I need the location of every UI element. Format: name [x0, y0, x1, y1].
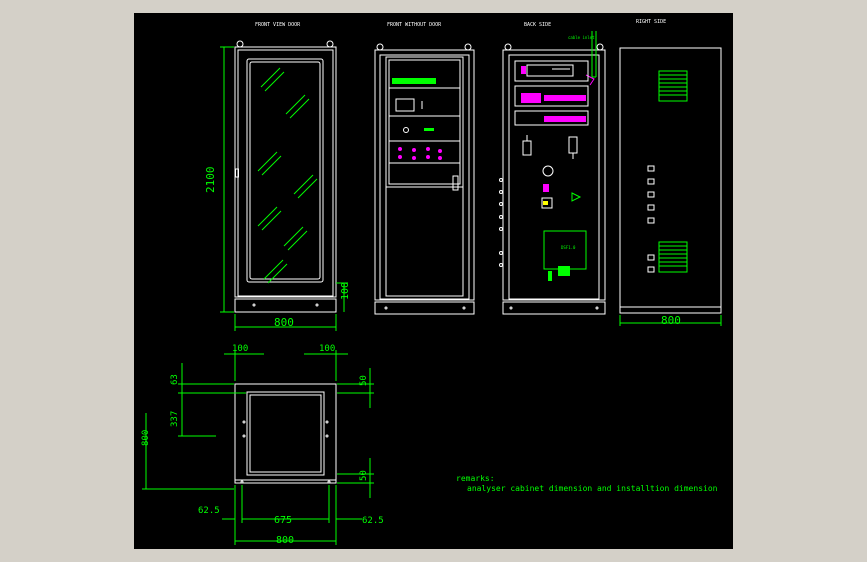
dim-plan-left-edge: 62.5 [198, 506, 220, 516]
dim-plan-depth: 800 [141, 430, 151, 446]
dim-plan-left-offset: 100 [232, 344, 248, 354]
cable-gland-icon [647, 165, 655, 273]
display-panel-icon [395, 98, 415, 112]
regulator-icon [543, 184, 549, 192]
dim-width-side: 800 [661, 314, 681, 327]
pipe-bend-icon [585, 74, 595, 86]
title-back-side: BACK SIDE [524, 22, 551, 28]
svg-text:DSF1.0: DSF1.0 [561, 245, 576, 250]
dim-plan-width: 800 [276, 535, 294, 546]
label-cable-inlet: cable inlet [568, 35, 595, 40]
pressure-gauge-icon [542, 165, 554, 177]
controller-module-icon [544, 116, 586, 122]
door-handle-icon [235, 168, 239, 178]
front-view-door: 2100 100 800 [204, 40, 351, 331]
dim-height: 2100 [204, 167, 217, 194]
title-front-without-door: FRONT WITHOUT DOOR [387, 22, 442, 28]
pump-unit-icon [543, 230, 587, 270]
dim-plan-right-edge: 62.5 [362, 516, 384, 526]
dim-width-front: 800 [274, 316, 294, 329]
title-right-side: RIGHT SIDE [636, 19, 666, 25]
right-side-view: 800 [619, 47, 722, 327]
cabinet-drawing: FRONT VIEW DOOR FRONT WITHOUT DOOR BACK … [141, 19, 722, 546]
filter-icon [522, 135, 578, 159]
glass-reflection-icon [257, 67, 318, 284]
terminal-strip-icon [392, 78, 436, 84]
indicator-lamp-icon [398, 147, 442, 160]
indicator-icon [403, 127, 409, 133]
power-module-icon [521, 93, 541, 103]
analyser-unit-icon [526, 64, 574, 77]
dim-plan-top-right: 50 [359, 375, 369, 386]
valve-icon [571, 192, 582, 202]
remarks-title: remarks: [456, 474, 495, 483]
dim-plan-bottom-right: 50 [359, 470, 369, 481]
front-without-door [374, 43, 475, 315]
dim-plan-top-a: 63 [170, 374, 180, 385]
back-side-view: cable inlet DSF1.0 [499, 31, 606, 315]
dim-plan-inner: 675 [274, 515, 292, 526]
vent-icon [658, 70, 688, 273]
lock-icon [452, 175, 459, 191]
dim-plan-top-b: 337 [170, 411, 180, 427]
dim-plan-right-offset: 100 [319, 344, 335, 354]
cad-drawing-area[interactable]: FRONT VIEW DOOR FRONT WITHOUT DOOR BACK … [134, 13, 733, 549]
bolt-icon [499, 178, 503, 267]
remarks-text: analyser cabinet dimension and installti… [467, 484, 718, 493]
plan-view: 100 100 63 337 800 50 50 62.5 675 62.5 8… [141, 344, 384, 546]
title-front-view-door: FRONT VIEW DOOR [255, 22, 301, 28]
dim-plinth: 100 [340, 282, 351, 300]
